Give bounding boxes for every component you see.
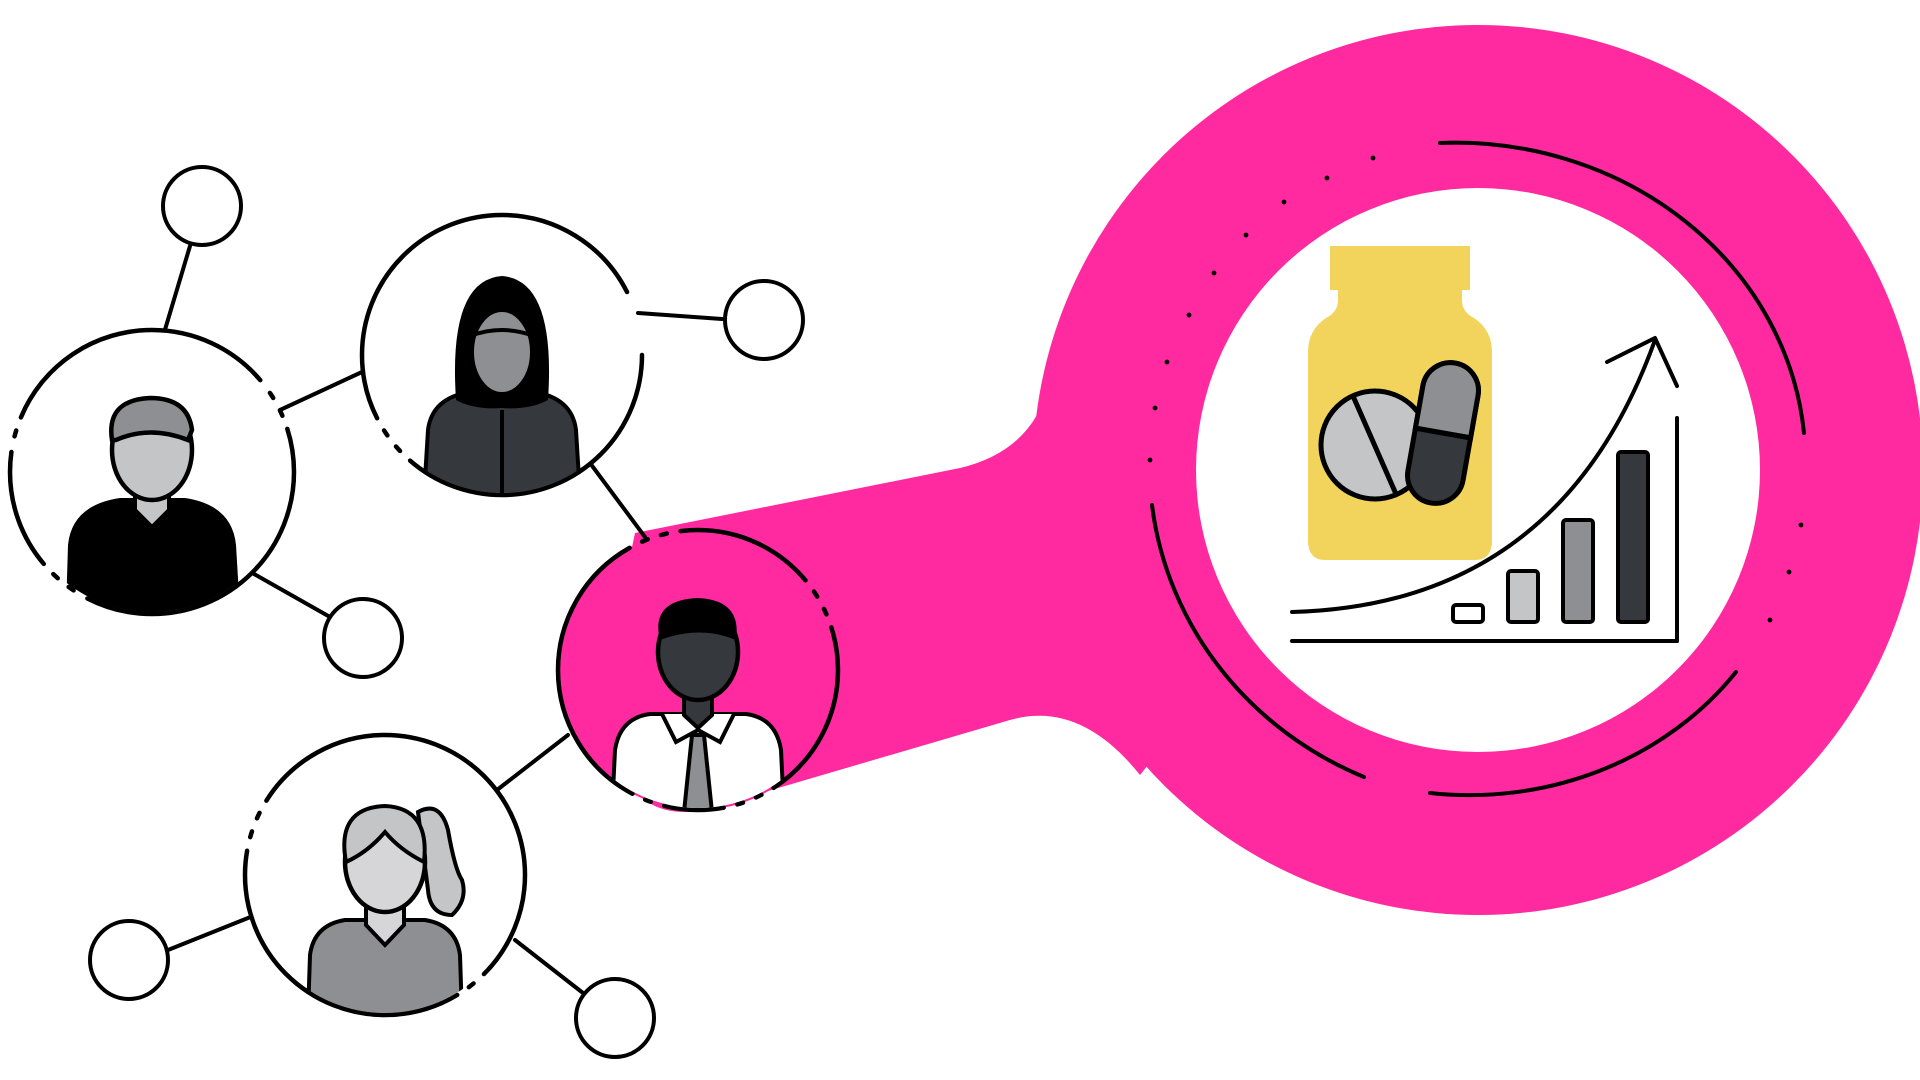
- bottle-cap: [1330, 246, 1470, 300]
- node-bottom-left: [88, 919, 170, 1001]
- woman-hijab-avatar-icon: [359, 212, 645, 498]
- lens-arc-top-right: [1438, 140, 1806, 435]
- node-left: [322, 597, 404, 679]
- woman-ponytail-avatar-icon: [242, 732, 528, 1018]
- node-top-right: [723, 279, 805, 361]
- network-links: [162, 244, 724, 995]
- man-avatar-icon: [7, 327, 297, 617]
- chart-bar-3: [1561, 518, 1595, 624]
- bottle-base: [1308, 542, 1492, 559]
- lens-arc-left: [1150, 503, 1366, 779]
- chart-bar-4: [1616, 450, 1650, 624]
- lens-dots: [1147, 155, 1804, 623]
- businessman-tie-avatar-icon: [555, 527, 841, 813]
- node-top-left: [161, 165, 243, 247]
- chart-bars: [1451, 450, 1650, 624]
- chart-bar-2: [1506, 569, 1540, 624]
- node-bottom-right: [574, 977, 656, 1059]
- rising-bar-chart-icon: [1290, 416, 1679, 643]
- capsule-icon: [1405, 360, 1481, 506]
- trend-arrow-icon: [1290, 336, 1679, 614]
- lens-arc-bottom: [1428, 670, 1738, 798]
- magnifying-glass-icon: [600, 25, 1920, 915]
- network-node-icon: [88, 165, 805, 1059]
- chart-bar-1: [1451, 603, 1485, 624]
